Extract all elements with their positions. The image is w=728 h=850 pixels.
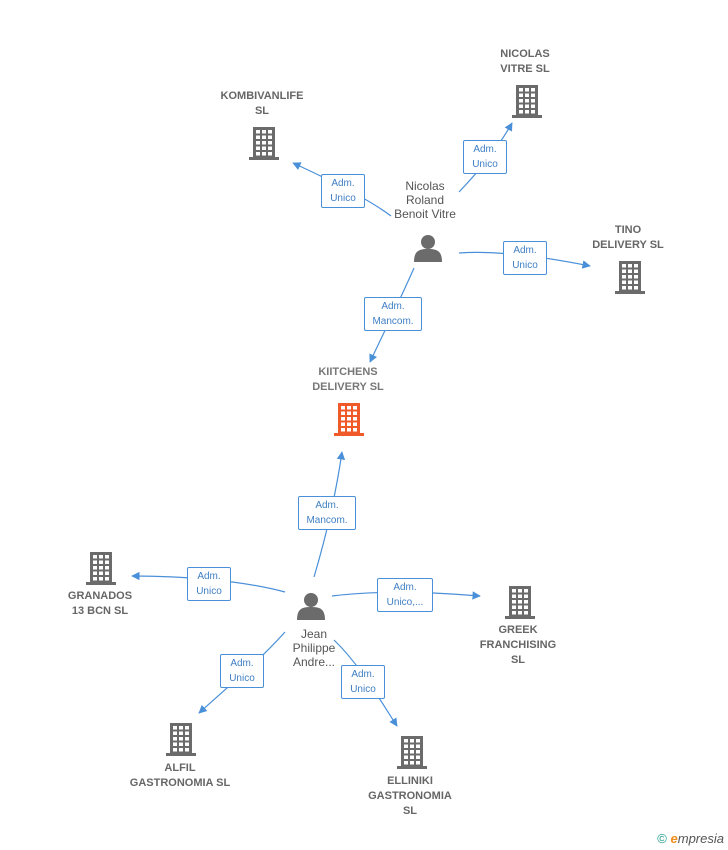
copyright-icon: © (657, 831, 667, 846)
building-icon-tino[interactable] (615, 261, 645, 294)
building-icon-alfil[interactable] (166, 723, 196, 756)
relation-label-granados[interactable]: Adm. Unico (187, 567, 231, 601)
building-icon-granados[interactable] (86, 552, 116, 585)
node-label-granados[interactable]: GRANADOS 13 BCN SL (67, 590, 133, 617)
brand-footer: © empresia (657, 831, 724, 846)
relation-label-elliniki[interactable]: Adm. Unico (341, 665, 385, 699)
building-icon-greek[interactable] (505, 586, 535, 619)
node-label-tino[interactable]: TINO DELIVERY SL (592, 224, 664, 251)
node-label-kombivanlife[interactable]: KOMBIVANLIFE SL (220, 90, 304, 117)
relation-label-kiitchens[interactable]: Adm. Mancom. (364, 297, 422, 331)
person-icon-jean[interactable] (297, 593, 325, 620)
node-label-nicolas_vitre[interactable]: NICOLAS VITRE SL (500, 48, 550, 75)
node-label-jean[interactable]: Jean Philippe Andre... (292, 627, 336, 669)
node-label-elliniki[interactable]: ELLINIKI GASTRONOMIA SL (368, 774, 452, 817)
node-label-nicolas[interactable]: Nicolas Roland Benoit Vitre (394, 179, 456, 221)
relation-label-kombivanlife[interactable]: Adm. Unico (321, 174, 365, 208)
building-icon-kiitchens[interactable] (334, 403, 364, 436)
relation-label-nicolas_vitre[interactable]: Adm. Unico (463, 140, 507, 174)
building-icon-kombivanlife[interactable] (249, 127, 279, 160)
relation-label-alfil[interactable]: Adm. Unico (220, 654, 264, 688)
relation-label-tino[interactable]: Adm. Unico (503, 241, 547, 275)
brand-logo-text: mpresia (677, 831, 724, 846)
node-label-alfil[interactable]: ALFIL GASTRONOMIA SL (129, 762, 231, 789)
building-icon-nicolas_vitre[interactable] (512, 85, 542, 118)
node-label-greek[interactable]: GREEK FRANCHISING SL (479, 623, 557, 666)
brand-logo-letter: e (670, 831, 678, 846)
person-icon-nicolas[interactable] (414, 235, 442, 262)
relation-label-kiitchens[interactable]: Adm. Mancom. (298, 496, 356, 530)
node-label-kiitchens[interactable]: KIITCHENS DELIVERY SL (312, 366, 384, 393)
relation-label-greek[interactable]: Adm. Unico,... (377, 578, 433, 612)
building-icon-elliniki[interactable] (397, 736, 427, 769)
